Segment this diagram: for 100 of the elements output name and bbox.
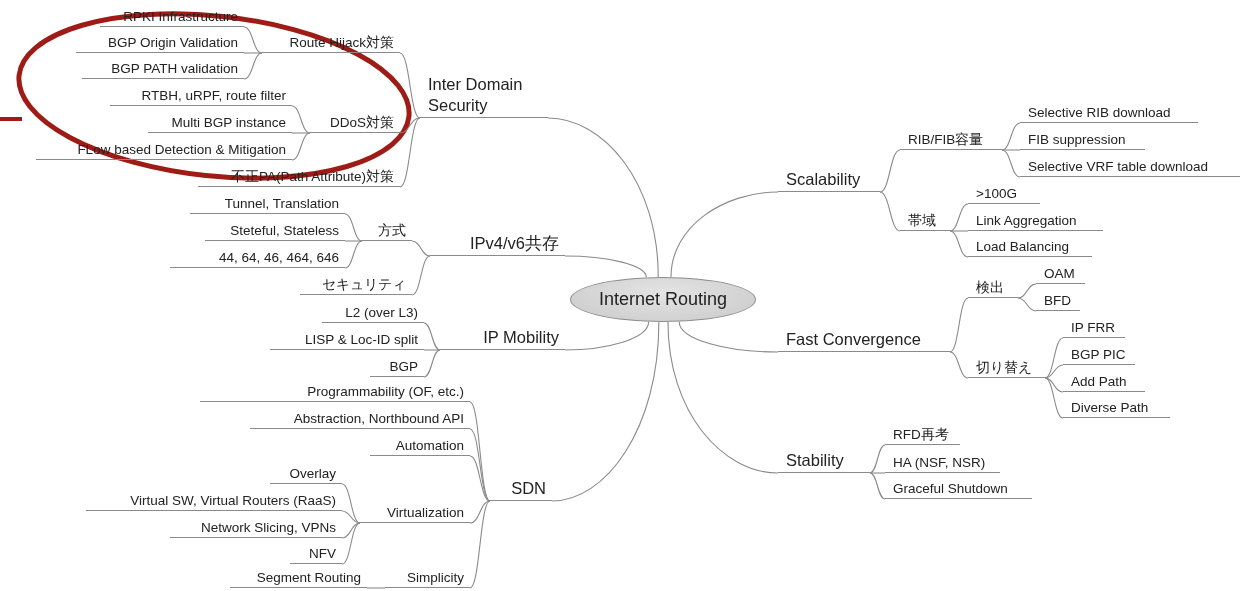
subtopic-label: BGP PIC	[1063, 346, 1135, 365]
subtopic-label: >100G	[968, 185, 1040, 204]
subtopic-label: セキュリティ	[300, 276, 412, 295]
subtopic-label: Abstraction, Northbound API	[250, 410, 470, 429]
subtopic-label: FIB suppression	[1020, 131, 1145, 150]
branch-line	[1001, 122, 1021, 151]
branch-line	[547, 117, 659, 278]
subtopic-label: NFV	[290, 545, 342, 564]
branch-line	[564, 321, 650, 351]
branch-line	[399, 117, 421, 134]
branch-line	[469, 500, 491, 589]
branch-line	[344, 240, 363, 269]
subtopic-label: Virtual SW, Virtual Routers (RaaS)	[86, 492, 342, 511]
branch-line	[551, 321, 660, 502]
branch-line	[469, 500, 491, 524]
subtopic-label: L2 (over L3)	[322, 304, 424, 323]
subtopic-label: Automation	[370, 437, 470, 456]
branch-line	[291, 132, 311, 161]
subtopic-label: Steteful, Stateless	[205, 222, 345, 241]
branch-line	[670, 191, 779, 278]
subtopic-label: LISP & Loc-ID split	[270, 331, 424, 350]
subtopic-label: 44, 64, 46, 464, 646	[170, 249, 345, 268]
branch-line	[411, 240, 431, 257]
subtopic-label: RTBH, uRPF, route filter	[110, 87, 292, 106]
branch-line	[243, 52, 263, 54]
branch-topic: IPv4/v6共存	[430, 233, 565, 256]
branch-line	[291, 105, 311, 134]
subtopic-label: Simplicity	[385, 569, 470, 588]
subtopic-label: Overlay	[270, 465, 342, 484]
branch-line	[1044, 337, 1064, 379]
branch-line	[949, 297, 969, 353]
subtopic-label: Selective RIB download	[1020, 104, 1198, 123]
subtopic-label: 切り替え	[968, 359, 1045, 378]
branch-line	[341, 522, 361, 565]
branch-line	[564, 255, 647, 278]
subtopic-label: BGP	[370, 358, 424, 377]
branch-line	[869, 444, 886, 474]
subtopic-label: IP FRR	[1063, 319, 1125, 338]
subtopic-label: Graceful Shutdown	[885, 480, 1032, 499]
subtopic-label: Segment Routing	[230, 569, 367, 588]
subtopic-label: Multi BGP instance	[148, 114, 292, 133]
branch-line	[423, 349, 441, 351]
branch-line	[291, 132, 311, 134]
subtopic-label: 帯域	[900, 212, 950, 231]
branch-line	[1017, 297, 1037, 312]
branch-line	[949, 230, 969, 258]
branch-line	[949, 230, 969, 232]
branch-line	[469, 428, 491, 502]
branch-topic: Inter Domain Security	[420, 74, 548, 118]
branch-line	[399, 117, 421, 188]
branch-topic: IP Mobility	[440, 327, 565, 350]
branch-line	[879, 191, 901, 232]
subtopic-label: BGP PATH validation	[82, 60, 244, 79]
branch-line	[869, 472, 886, 500]
branch-topic: Stability	[778, 450, 870, 473]
branch-line	[243, 26, 263, 54]
branch-line	[423, 322, 441, 351]
branch-line	[1001, 149, 1021, 151]
subtopic-label: Selective VRF table download	[1020, 158, 1240, 177]
subtopic-label: Diverse Path	[1063, 399, 1170, 418]
subtopic-label: OAM	[1036, 265, 1085, 284]
branch-line	[949, 203, 969, 232]
subtopic-label: DDoS対策	[310, 114, 400, 133]
subtopic-label: Programmability (OF, etc.)	[200, 383, 470, 402]
branch-line	[1017, 283, 1037, 299]
subtopic-label: Load Balancing	[968, 238, 1092, 257]
subtopic-label: BGP Origin Validation	[76, 34, 244, 53]
branch-line	[949, 351, 969, 379]
branch-line	[1044, 377, 1064, 419]
branch-line	[469, 401, 491, 502]
branch-line	[678, 321, 779, 353]
branch-line	[341, 483, 361, 524]
central-topic-ellipse: Internet Routing	[570, 277, 756, 322]
branch-topic: SDN	[490, 478, 552, 501]
subtopic-label: Virtualization	[360, 504, 470, 523]
subtopic-label: RFD再考	[885, 426, 960, 445]
subtopic-label: BFD	[1036, 292, 1080, 311]
subtopic-label: Add Path	[1063, 373, 1145, 392]
branch-line	[344, 213, 363, 242]
subtopic-label: 検出	[968, 279, 1018, 298]
branch-line	[423, 349, 441, 378]
branch-line	[411, 255, 431, 296]
branch-line	[869, 472, 886, 474]
subtopic-label: Link Aggregation	[968, 212, 1103, 231]
branch-line	[399, 52, 421, 119]
branch-line	[341, 510, 361, 524]
subtopic-label: Tunnel, Translation	[190, 195, 345, 214]
branch-line	[1044, 364, 1064, 379]
branch-line	[1001, 149, 1021, 178]
subtopic-label: 方式	[362, 222, 412, 241]
branch-line	[879, 149, 901, 193]
branch-line	[469, 455, 491, 502]
branch-line	[344, 240, 363, 242]
branch-line	[667, 321, 779, 474]
branch-topic: Fast Convergence	[778, 329, 950, 352]
subtopic-label: HA (NSF, NSR)	[885, 454, 1000, 473]
subtopic-label: Network Slicing, VPNs	[170, 519, 342, 538]
subtopic-label: RIB/FIB容量	[900, 131, 1002, 150]
branch-line	[243, 52, 263, 80]
branch-line	[366, 587, 386, 589]
